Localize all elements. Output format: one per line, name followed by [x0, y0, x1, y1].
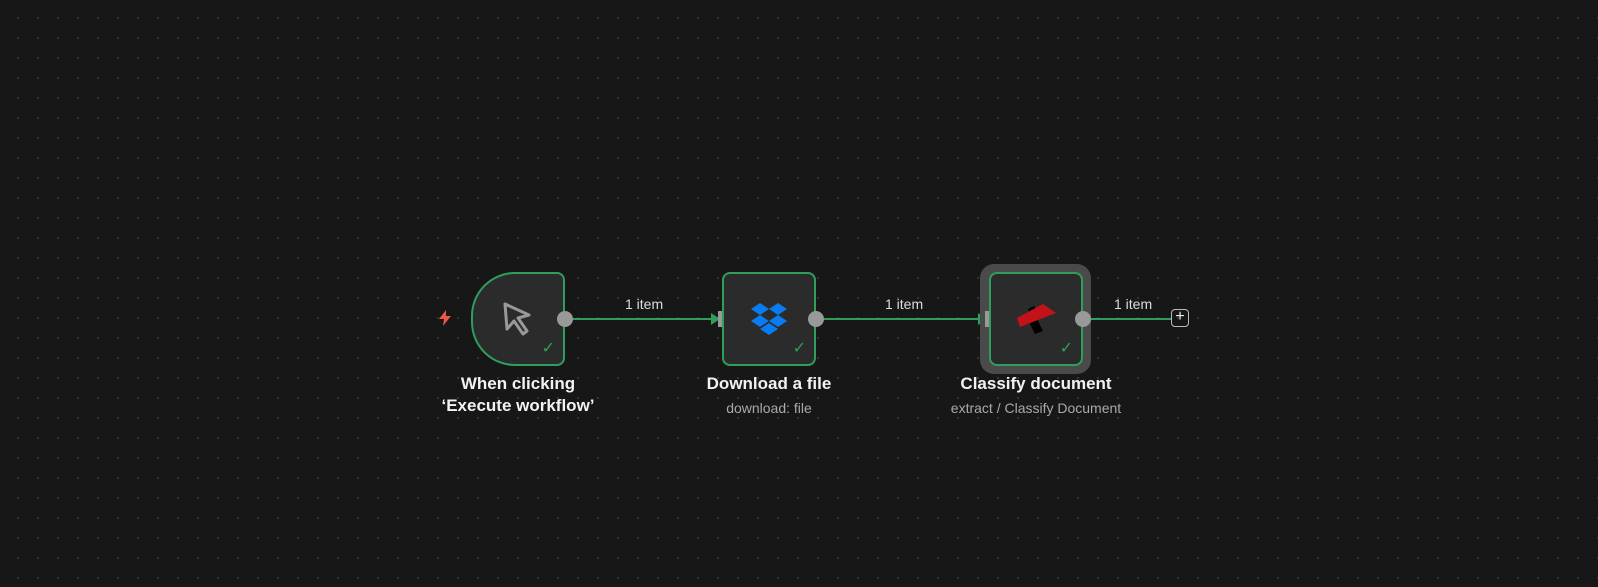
classify-icon	[1017, 304, 1056, 334]
node-subtitle: download: file	[726, 400, 812, 416]
add-node-button[interactable]: +	[1171, 309, 1189, 327]
output-handle[interactable]	[808, 311, 824, 327]
success-check-icon: ✓	[541, 340, 555, 357]
node-subtitle: extract / Classify Document	[950, 400, 1122, 416]
output-handle[interactable]	[1075, 311, 1091, 327]
node-manual-trigger[interactable]: ✓	[471, 272, 565, 366]
node-title: Download a file	[706, 374, 832, 393]
edge-label: 1 item	[885, 296, 924, 312]
node-download-file[interactable]: ✓	[722, 272, 816, 366]
success-check-icon: ✓	[1059, 340, 1073, 357]
trigger-bolt-icon	[439, 310, 451, 326]
edge-label: 1 item	[625, 296, 664, 312]
node-classify-document[interactable]: ✓	[989, 272, 1083, 366]
connection-edge[interactable]	[824, 318, 982, 320]
node-title: Classify document	[960, 374, 1112, 393]
connection-edge[interactable]	[1091, 318, 1171, 320]
node-title: When clicking ‘Execute workflow’	[408, 373, 628, 417]
cursor-icon	[503, 302, 531, 336]
output-handle[interactable]	[557, 311, 573, 327]
arrow-icon	[711, 313, 720, 325]
node-title-line: When clicking	[460, 374, 576, 393]
success-check-icon: ✓	[792, 340, 806, 357]
node-title-line: ‘Execute workflow’	[441, 396, 595, 415]
connection-edge[interactable]	[573, 318, 713, 320]
dropbox-icon	[751, 303, 787, 335]
edge-label: 1 item	[1114, 296, 1153, 312]
